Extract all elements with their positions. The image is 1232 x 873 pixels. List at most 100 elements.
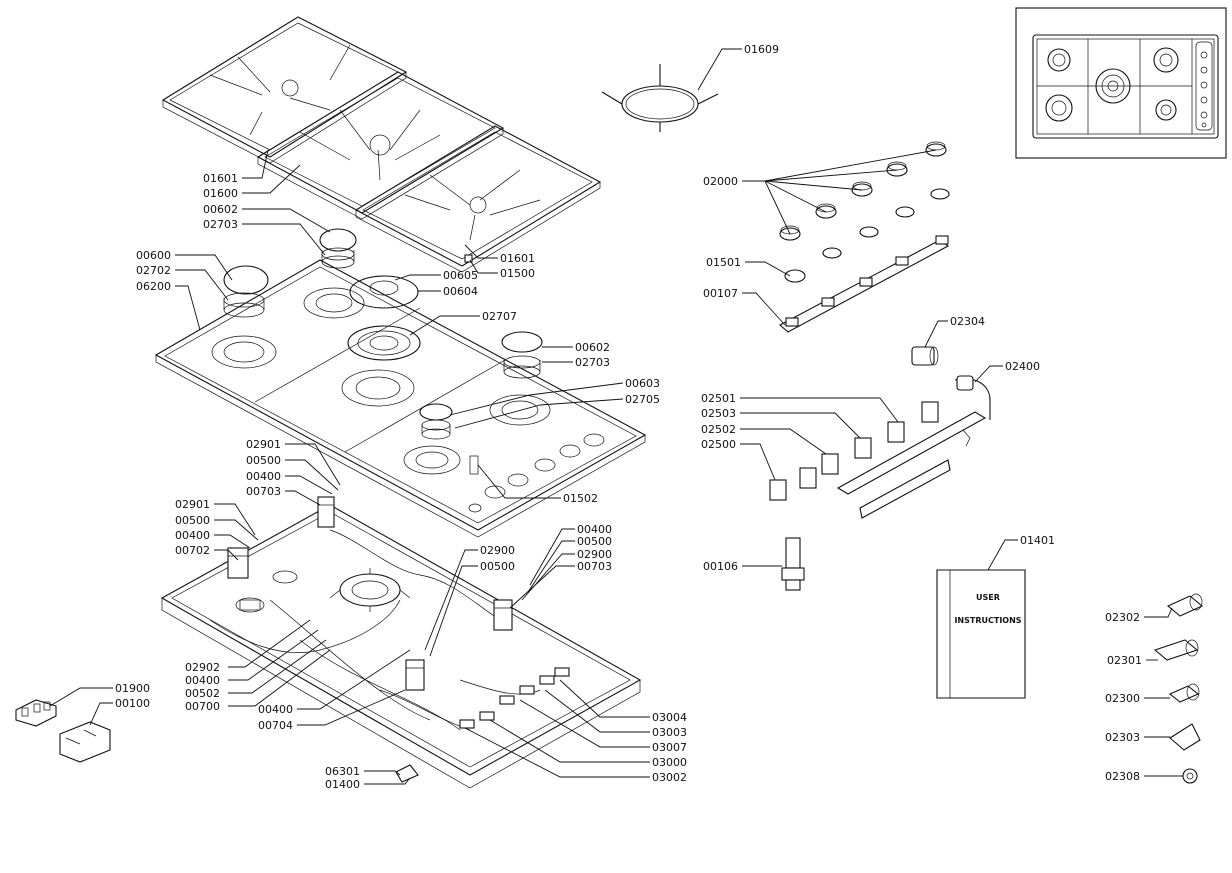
callout-leader <box>89 702 113 726</box>
callout-label: 02000 <box>703 175 738 188</box>
callout-label: 00602 <box>203 203 238 216</box>
callout-leader <box>228 619 311 668</box>
callout-leader <box>740 428 827 455</box>
injector-holder-4 <box>405 659 425 691</box>
callout-label: 00500 <box>577 535 612 548</box>
callout-leader <box>214 519 259 541</box>
callout-label: 00400 <box>185 674 220 687</box>
callout-label: 00400 <box>175 529 210 542</box>
callout-label: 02301 <box>1107 654 1142 667</box>
ignition-generator <box>59 721 111 763</box>
callout-label: 00100 <box>115 697 150 710</box>
gas-valves <box>769 401 939 501</box>
callout-leader <box>424 549 478 651</box>
callout-label: 00603 <box>625 377 660 390</box>
callout-leader <box>559 679 650 718</box>
burner-cap-top <box>319 228 357 269</box>
wok-ring-base <box>329 568 411 612</box>
callout-label: 01600 <box>203 187 238 200</box>
callout-label: 00106 <box>703 560 738 573</box>
callout-leader <box>214 549 239 561</box>
callout-label: 00703 <box>246 485 281 498</box>
callout-label: 00604 <box>443 285 478 298</box>
gas-inlet-elbow <box>911 346 939 366</box>
rubber-foot <box>464 254 473 263</box>
callout-leader <box>740 412 861 439</box>
callout-label: 00605 <box>443 269 478 282</box>
callout-leader <box>228 639 327 694</box>
gas-connectors <box>1153 593 1204 784</box>
callout-leader <box>527 540 575 593</box>
callout-leader <box>214 534 251 549</box>
callout-label: 01401 <box>1020 534 1055 547</box>
callout-label: 00700 <box>185 700 220 713</box>
callout-leader <box>285 459 339 491</box>
callout-label: 00703 <box>577 560 612 573</box>
callout-label: 01601 <box>203 172 238 185</box>
callout-leader <box>175 254 233 281</box>
callout-leader <box>742 149 937 235</box>
callout-leader-lines <box>49 48 1183 785</box>
callout-leader <box>285 490 321 506</box>
user-manual-booklet: USER INSTRUCTIONS <box>936 569 1026 699</box>
callout-leader <box>745 261 791 277</box>
callout-label: 00600 <box>136 249 171 262</box>
callout-label: 02300 <box>1105 692 1140 705</box>
callout-leader <box>742 292 786 326</box>
booklet-line-1: USER <box>976 593 1000 602</box>
callout-label: 02902 <box>185 661 220 674</box>
callout-label: 02303 <box>1105 731 1140 744</box>
callout-label: 03002 <box>652 771 687 784</box>
callout-leader <box>297 689 406 726</box>
callout-leader <box>469 259 498 274</box>
callout-leader <box>242 223 326 256</box>
pan-support-center <box>256 71 505 220</box>
callout-leader <box>454 398 624 429</box>
callout-label: 00704 <box>258 719 293 732</box>
callout-leader <box>519 699 650 748</box>
callout-label: 00500 <box>480 560 515 573</box>
callout-label: 02705 <box>625 393 660 406</box>
callout-label: 02702 <box>136 264 171 277</box>
callout-leader <box>974 365 1003 383</box>
wok-adapter <box>601 64 719 132</box>
callout-label: 00702 <box>175 544 210 557</box>
pipe-fittings <box>459 667 570 729</box>
callout-label: 03007 <box>652 741 687 754</box>
callout-label: 02900 <box>577 548 612 561</box>
callout-label: 02703 <box>203 218 238 231</box>
pan-support-right <box>354 125 602 273</box>
callout-leader <box>509 565 575 609</box>
injector-holder-1 <box>317 496 335 528</box>
callout-label: 00400 <box>246 470 281 483</box>
callout-label: 00400 <box>577 523 612 536</box>
callout-labels: 0160101600006020270300600027020620001601… <box>115 43 1142 791</box>
hob-top-view-inset <box>1015 7 1227 159</box>
callout-label: 02901 <box>246 438 281 451</box>
callout-label: 01900 <box>115 682 150 695</box>
callout-label: 00502 <box>185 687 220 700</box>
callout-leader <box>477 464 561 499</box>
callout-leader <box>364 770 401 776</box>
callout-leader <box>464 727 650 778</box>
callout-leader <box>242 164 301 194</box>
callout-label: 01501 <box>706 256 741 269</box>
callout-leader <box>924 320 948 348</box>
callout-leader <box>464 244 498 259</box>
burner-cap-small <box>419 403 453 440</box>
callout-label: 02500 <box>701 438 736 451</box>
callout-leader <box>429 565 478 657</box>
valve-bracket <box>859 429 971 519</box>
callout-leader <box>987 539 1018 571</box>
callout-label: 02308 <box>1105 770 1140 783</box>
callout-leader <box>228 649 331 707</box>
ignition-switch-harness <box>779 235 950 333</box>
callout-leader <box>175 285 201 331</box>
callout-label: 02400 <box>1005 360 1040 373</box>
callout-leader <box>364 777 411 785</box>
callout-leader <box>175 269 229 301</box>
callout-leader <box>297 649 411 710</box>
callout-leader <box>228 629 319 681</box>
injector <box>781 537 805 591</box>
